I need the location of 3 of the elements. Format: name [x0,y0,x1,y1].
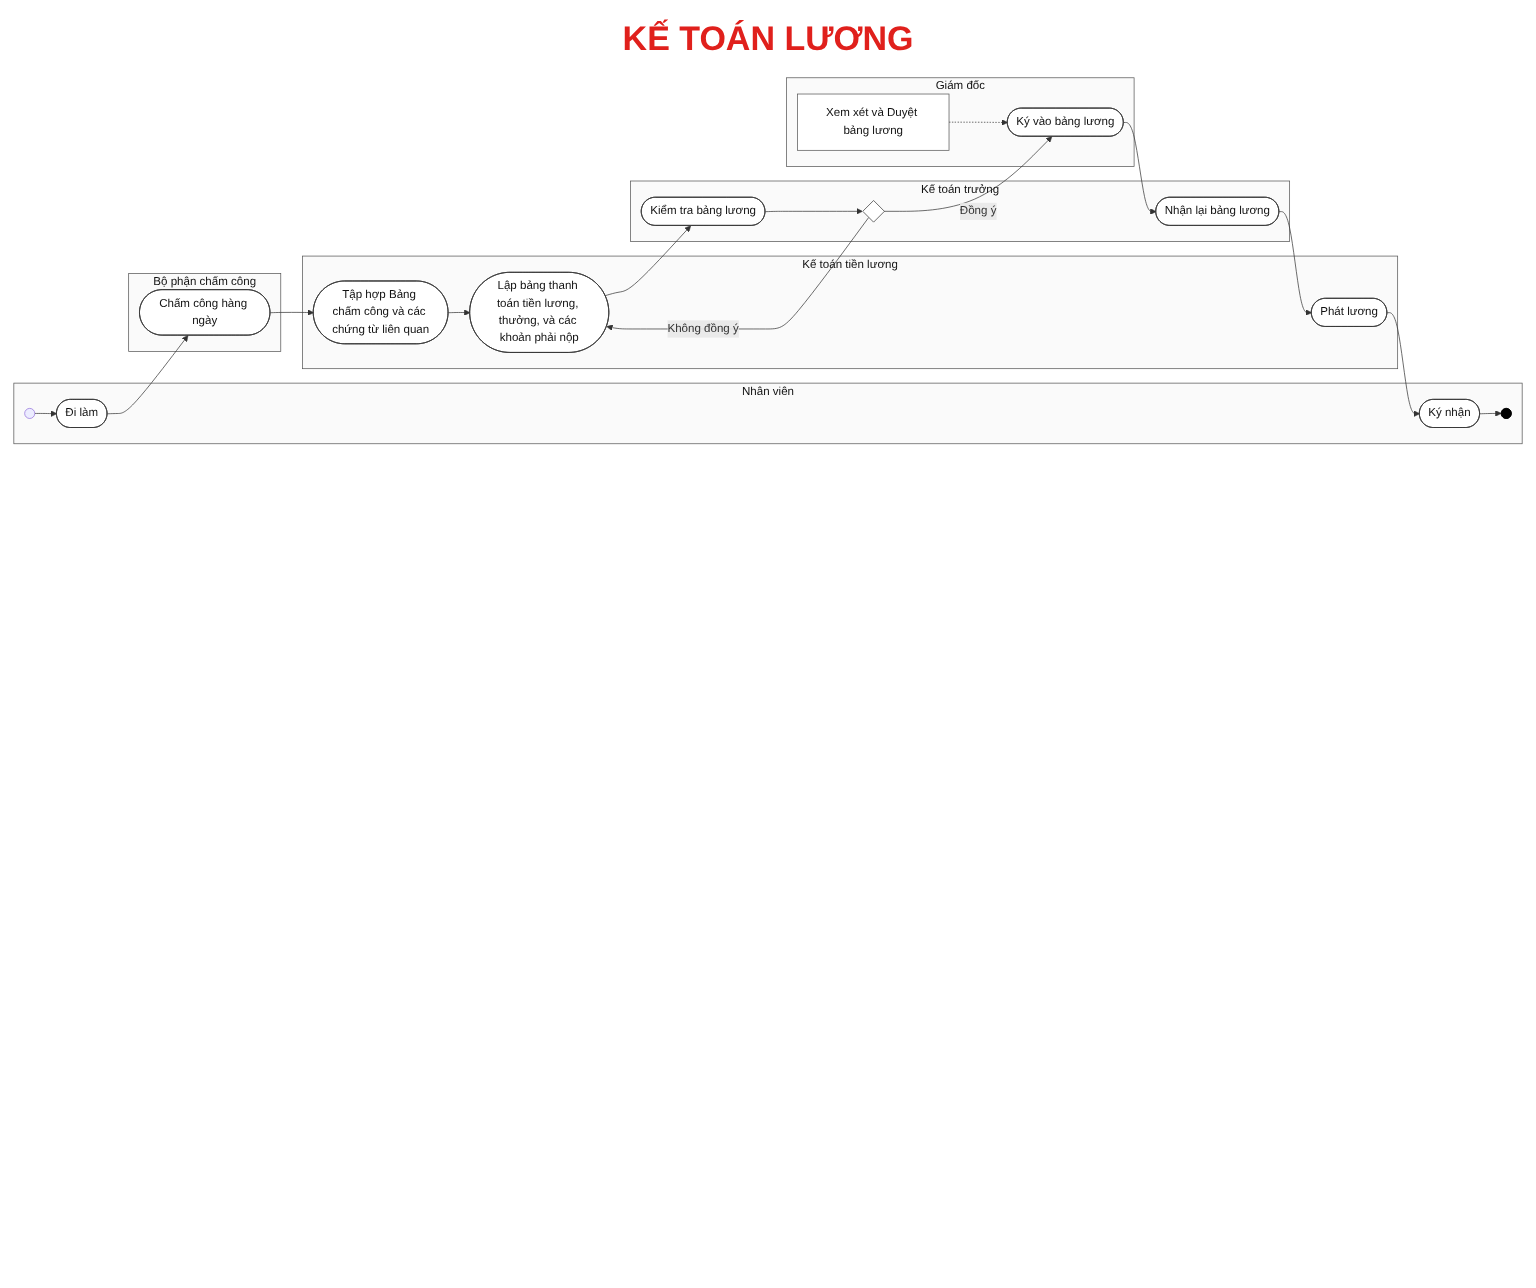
node-circle [24,408,36,419]
diagram-title: KẾ TOÁN LƯƠNG [620,20,916,60]
node-diamond [862,200,885,223]
